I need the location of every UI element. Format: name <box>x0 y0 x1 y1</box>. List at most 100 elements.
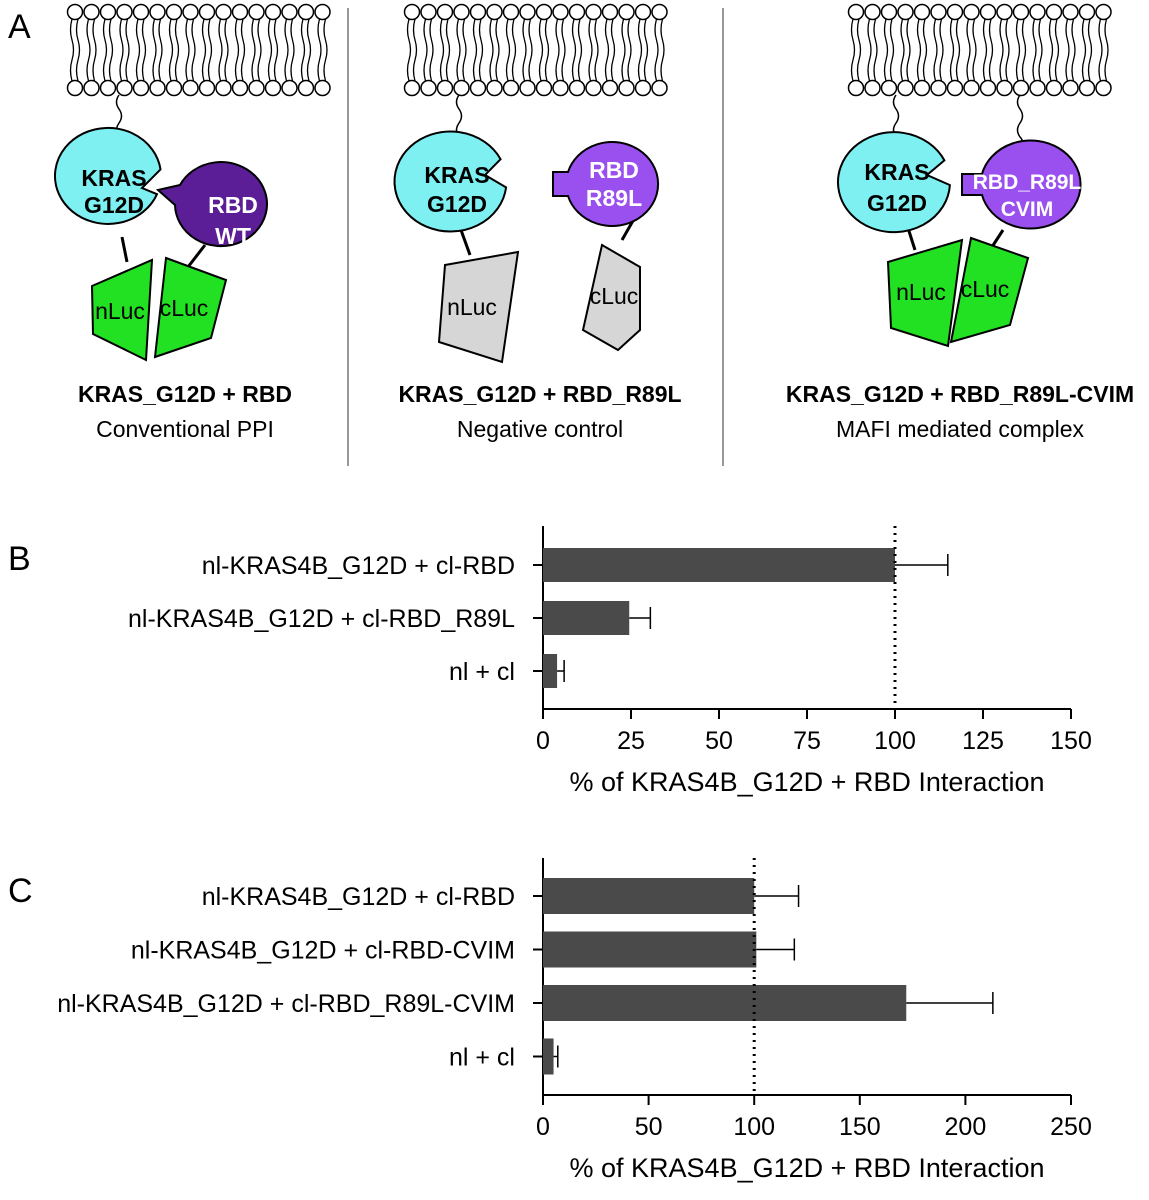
nluc-label: nLuc <box>896 279 946 305</box>
lipid-head <box>946 79 964 97</box>
lipid-head <box>601 79 619 97</box>
x-tick-label: 25 <box>617 727 645 755</box>
lipid-tail <box>257 18 262 82</box>
lipid-head <box>453 3 470 21</box>
lipid-head <box>469 79 487 97</box>
lipid-tail <box>478 18 484 82</box>
lipid-tail <box>922 18 928 82</box>
lipid-tail <box>933 18 938 82</box>
lipid-head <box>634 3 652 21</box>
lipid-head <box>502 3 520 21</box>
lipid-tail <box>873 18 878 82</box>
lipid-head <box>913 79 931 97</box>
lipid-tail <box>949 18 955 82</box>
bar <box>543 1038 554 1075</box>
lipid-tail <box>1098 18 1103 82</box>
lipid-head <box>1078 3 1096 21</box>
lipid-head <box>314 79 331 97</box>
lipid-head <box>149 79 166 97</box>
lipid-tail <box>168 18 174 82</box>
lipid-tail <box>185 18 190 82</box>
category-label: nl-KRAS4B_G12D + cl-RBD-CVIM <box>131 937 515 965</box>
rbd-label: RBD <box>208 192 258 218</box>
lipid-head <box>469 3 487 21</box>
lipid-head <box>486 79 503 97</box>
lipid-tail <box>141 18 147 82</box>
nluc-fragment <box>437 250 520 364</box>
lipid-head <box>552 3 569 21</box>
lipid-head <box>66 79 84 97</box>
lipid-tail <box>867 18 872 82</box>
lipid-head <box>651 79 668 97</box>
lipid-tail <box>610 18 616 82</box>
lipid-tail <box>538 18 544 82</box>
lipid-tail <box>522 18 527 82</box>
lipid-head <box>83 3 100 21</box>
x-tick-label: 200 <box>945 1113 987 1141</box>
scheme-title: KRAS_G12D + RBD_R89L-CVIM <box>786 381 1134 407</box>
kras-protein <box>837 131 951 234</box>
lipid-tail <box>472 18 478 82</box>
lipid-bilayer <box>66 3 331 97</box>
lipid-tail <box>627 18 632 82</box>
lipid-tail <box>439 18 445 82</box>
kras-label: KRAS <box>864 159 929 185</box>
scheme-conventional-ppi: KRAS G12D RBD WT nLuc cLuc KRAS_G12D + R… <box>54 94 292 442</box>
lipid-tail <box>174 18 180 82</box>
lipid-tail <box>1071 18 1076 82</box>
lipid-head <box>1045 79 1063 97</box>
lipid-head <box>930 79 947 97</box>
lipid-head <box>116 79 133 97</box>
lipid-head <box>1062 79 1079 97</box>
lipid-tail <box>577 18 583 82</box>
scheme-subtitle: Conventional PPI <box>96 416 274 442</box>
lipid-tail <box>152 18 157 82</box>
rbd-label: RBD_R89L <box>973 171 1082 194</box>
x-tick-label: 125 <box>962 727 1004 755</box>
lipid-head <box>248 79 265 97</box>
lipid-head <box>420 3 437 21</box>
lipid-tail <box>561 18 566 82</box>
lipid-tail <box>966 18 971 82</box>
lipid-tail <box>495 18 500 82</box>
lipid-head <box>601 3 619 21</box>
x-axis-title: % of KRAS4B_G12D + RBD Interaction <box>570 1153 1045 1183</box>
lipid-tail <box>445 18 451 82</box>
x-tick-label: 250 <box>1050 1113 1092 1141</box>
lipid-tail <box>201 18 207 82</box>
kras-protein <box>54 126 162 225</box>
lipid-tail <box>955 18 961 82</box>
kras-label: G12D <box>867 190 927 216</box>
lipid-head <box>847 3 865 21</box>
lipid-head <box>149 3 166 21</box>
lipid-tail <box>158 18 163 82</box>
lipid-head <box>880 79 898 97</box>
lipid-tail <box>135 18 141 82</box>
lipid-head <box>847 79 865 97</box>
linker <box>906 227 917 251</box>
lipid-tail <box>108 18 114 82</box>
lipid-head <box>436 79 454 97</box>
lipid-head <box>519 3 536 21</box>
lipid-head <box>897 3 914 21</box>
rbd-label: CVIM <box>1001 198 1054 221</box>
lipid-head <box>585 3 602 21</box>
category-label: nl-KRAS4B_G12D + cl-RBD_R89L <box>128 605 515 633</box>
lipid-tail <box>234 18 240 82</box>
scheme-negative-control: KRAS G12D RBD R89L nLuc cLuc KRAS_G12D +… <box>393 94 682 442</box>
lipid-head <box>535 3 553 21</box>
x-tick-label: 50 <box>635 1113 663 1141</box>
x-axis-title: % of KRAS4B_G12D + RBD Interaction <box>570 767 1045 797</box>
lipid-head <box>1029 3 1046 21</box>
lipid-head <box>231 79 249 97</box>
bar <box>543 931 757 968</box>
lipid-tail <box>191 18 196 82</box>
lipid-head <box>436 3 454 21</box>
lipid-tail <box>290 18 295 82</box>
x-tick-label: 100 <box>874 727 916 755</box>
lipid-tail <box>883 18 889 82</box>
kras-label: KRAS <box>81 165 146 191</box>
lipid-head <box>165 3 183 21</box>
bar <box>543 548 895 582</box>
